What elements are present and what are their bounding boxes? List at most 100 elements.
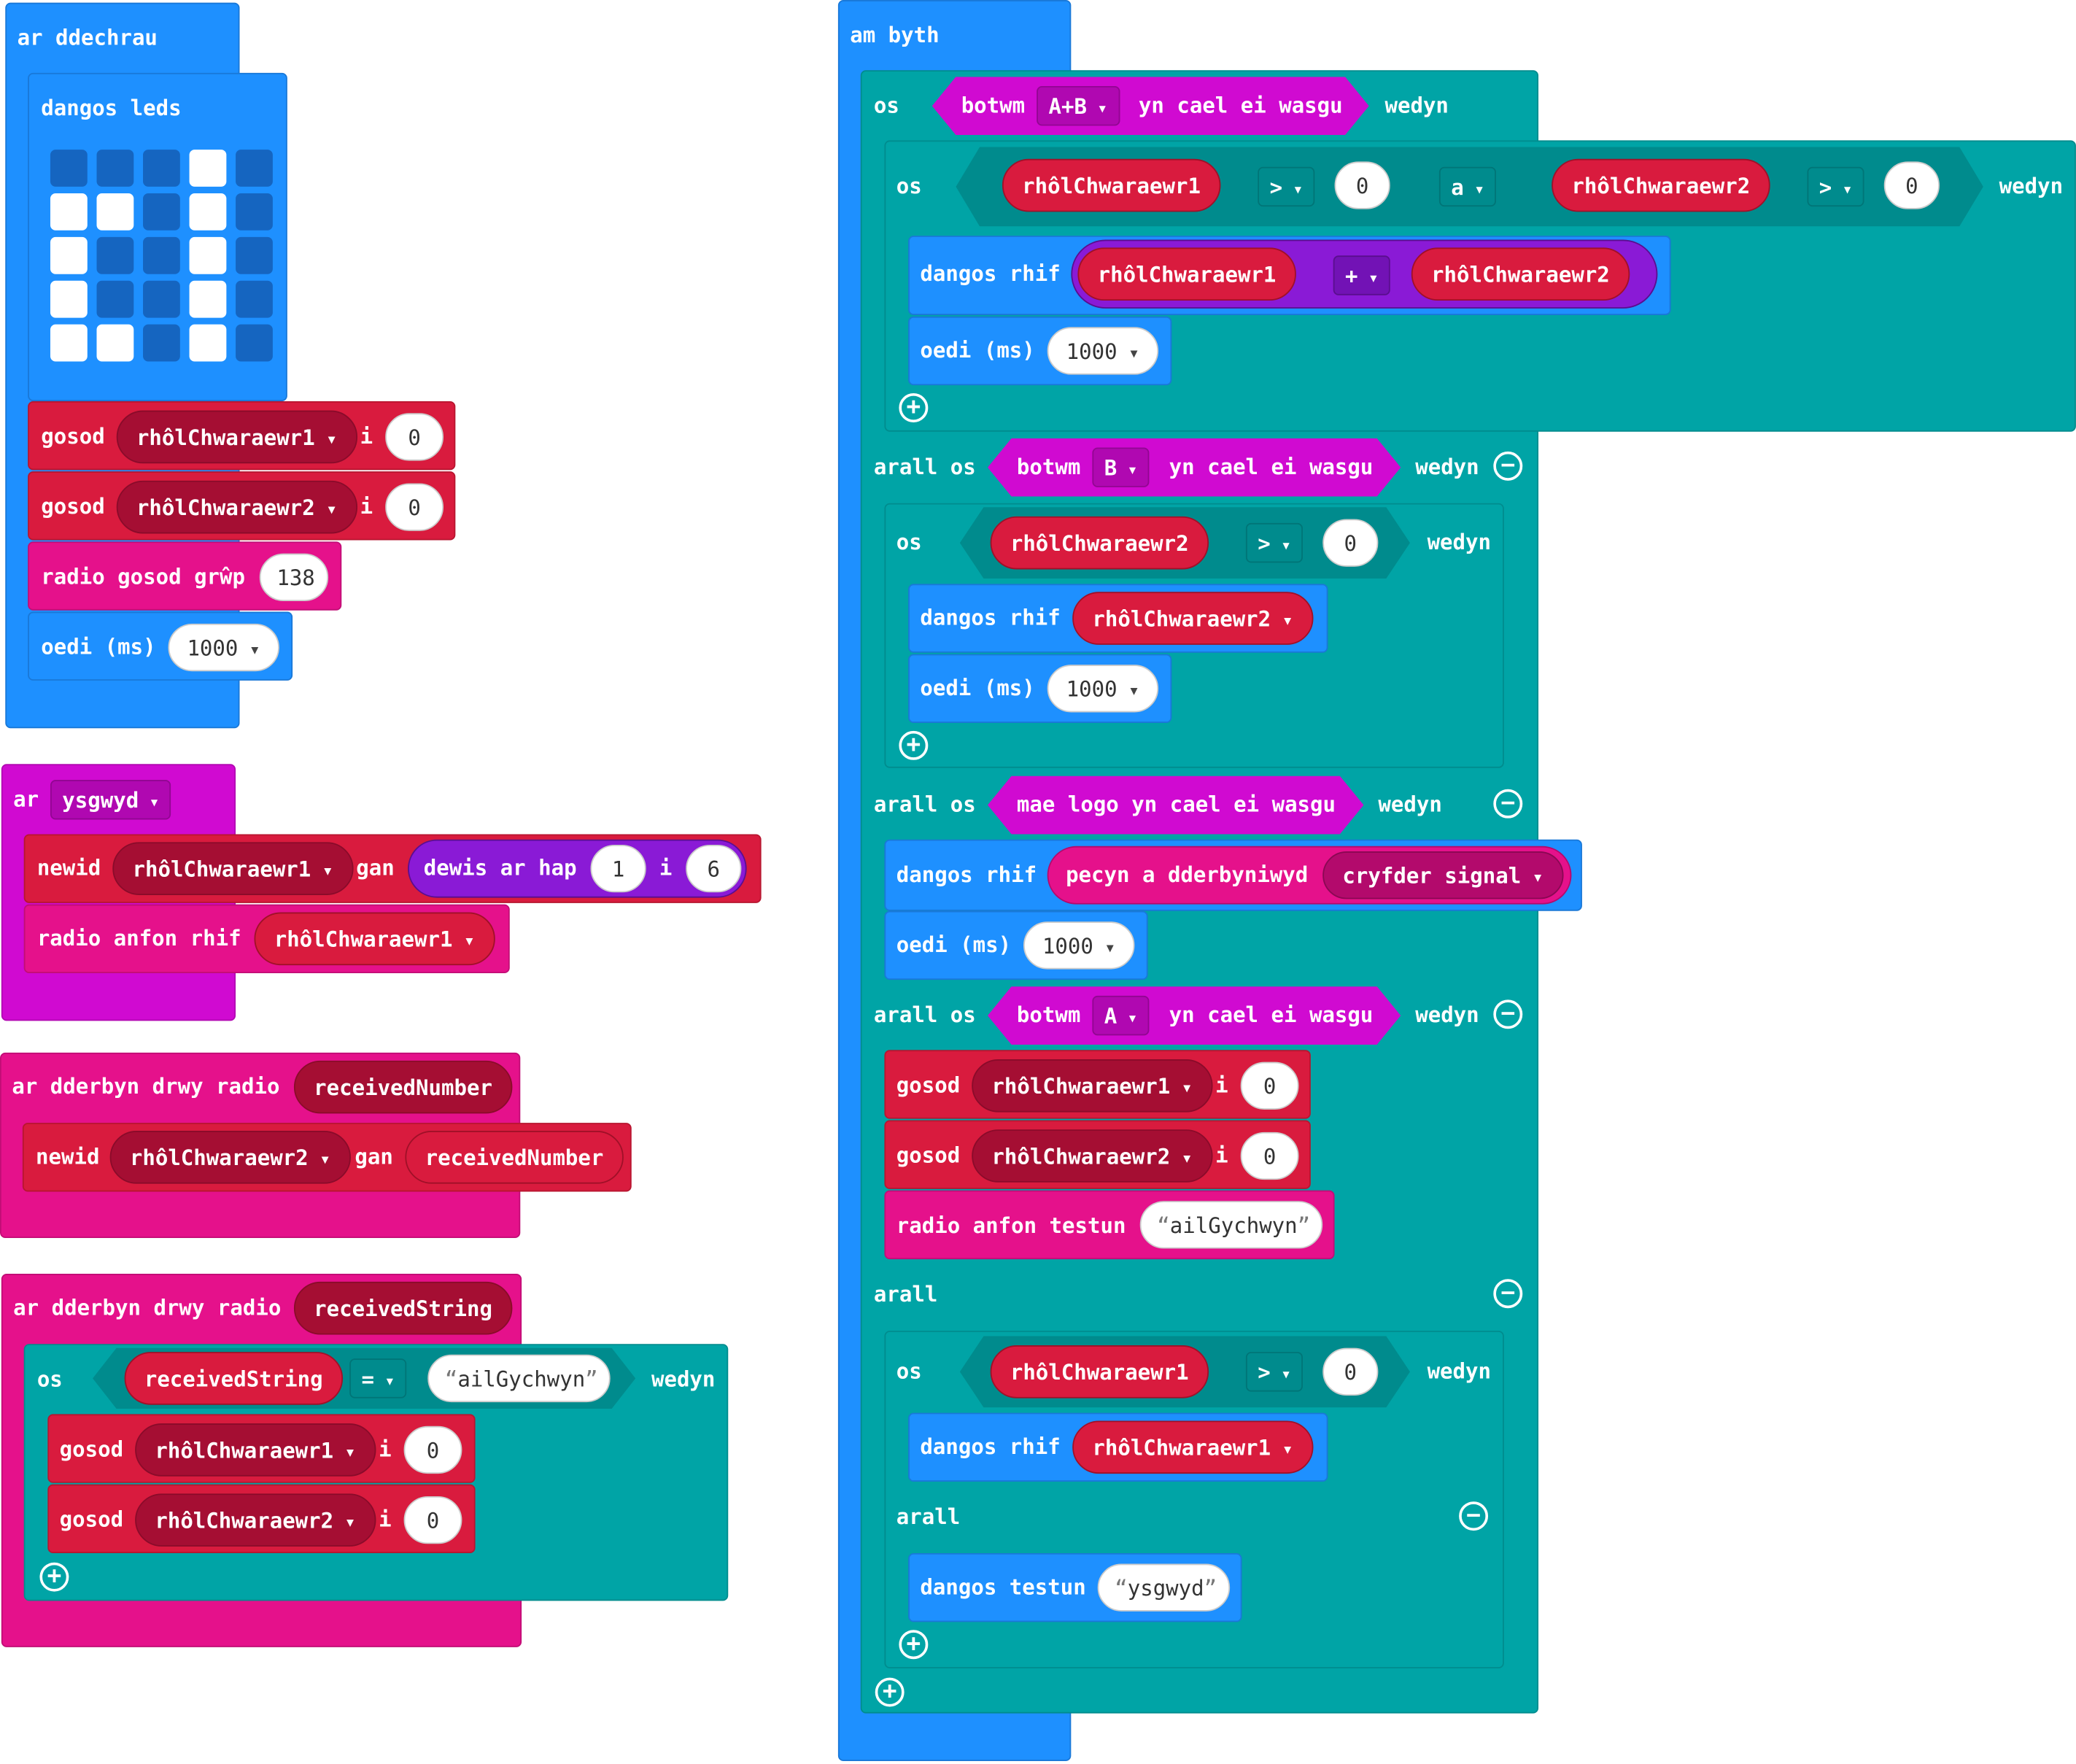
logo-pressed-block[interactable] xyxy=(988,776,1363,835)
value-input[interactable]: 0 xyxy=(403,1425,462,1474)
remove-branch-icon[interactable]: − xyxy=(1493,789,1523,819)
then-keyword: wedyn xyxy=(1415,454,1479,480)
button-pressed-block[interactable] xyxy=(988,986,1401,1045)
value-input[interactable]: 0 xyxy=(1240,1131,1299,1180)
led-cell[interactable] xyxy=(96,193,134,231)
variable-dropdown[interactable]: rhôlChwaraewr1 xyxy=(135,1423,376,1477)
led-cell[interactable] xyxy=(189,150,227,187)
remove-branch-icon[interactable]: − xyxy=(1493,1279,1523,1309)
player1-var[interactable]: rhôlChwaraewr1 xyxy=(990,1345,1209,1399)
group-input[interactable]: 138 xyxy=(259,553,329,602)
led-cell[interactable] xyxy=(143,150,180,187)
variable-dropdown[interactable]: rhôlChwaraewr2 xyxy=(135,1493,376,1547)
pause-label: oedi (ms) xyxy=(41,634,156,659)
led-cell[interactable] xyxy=(143,193,180,231)
gesture-dropdown[interactable]: ysgwyd xyxy=(50,780,171,820)
remove-branch-icon[interactable]: − xyxy=(1493,451,1523,481)
led-cell[interactable] xyxy=(236,193,273,231)
operator-dropdown[interactable]: > xyxy=(1245,522,1304,563)
operator-dropdown[interactable]: > xyxy=(1258,166,1315,207)
variable-dropdown[interactable]: rhôlChwaraewr2 xyxy=(1072,592,1313,645)
led-cell[interactable] xyxy=(96,324,134,362)
variable-dropdown[interactable]: rhôlChwaraewr1 xyxy=(972,1059,1213,1113)
math-operator-dropdown[interactable]: + xyxy=(1333,255,1391,295)
add-else-icon[interactable]: + xyxy=(899,393,929,422)
operator-dropdown[interactable]: = xyxy=(349,1358,407,1399)
pause-input[interactable]: 1000 xyxy=(1023,921,1135,970)
radio-send-number-label: radio anfon rhif xyxy=(36,925,241,951)
led-cell[interactable] xyxy=(50,236,88,274)
variable-dropdown[interactable]: rhôlChwaraewr1 xyxy=(1072,1420,1313,1474)
variable-dropdown[interactable]: rhôlChwaraewr1 xyxy=(254,912,495,966)
pause-input[interactable]: 1000 xyxy=(1047,665,1159,713)
pause-input[interactable]: 1000 xyxy=(1047,327,1159,375)
string-input[interactable]: ailGychwyn xyxy=(1139,1201,1323,1249)
led-cell[interactable] xyxy=(50,193,88,231)
remove-branch-icon[interactable]: − xyxy=(1493,999,1523,1029)
variable-dropdown[interactable]: rhôlChwaraewr2 xyxy=(972,1129,1213,1183)
received-number-var[interactable]: receivedNumber xyxy=(405,1131,624,1184)
received-string-var[interactable]: receivedString xyxy=(124,1352,343,1405)
player2-var[interactable]: rhôlChwaraewr2 xyxy=(990,516,1209,570)
player1-var[interactable]: rhôlChwaraewr1 xyxy=(1077,247,1296,301)
and-dropdown[interactable]: a xyxy=(1438,166,1497,207)
value-input[interactable]: 0 xyxy=(1240,1061,1299,1110)
led-cell[interactable] xyxy=(236,280,273,318)
led-cell[interactable] xyxy=(236,150,273,187)
variable-dropdown[interactable]: rhôlChwaraewr1 xyxy=(112,842,354,895)
received-number-param[interactable]: receivedNumber xyxy=(293,1060,513,1114)
led-cell[interactable] xyxy=(50,150,88,187)
player2-var[interactable]: rhôlChwaraewr2 xyxy=(1552,158,1770,212)
led-cell[interactable] xyxy=(50,280,88,318)
variable-dropdown[interactable]: rhôlChwaraewr2 xyxy=(109,1131,351,1184)
player2-var[interactable]: rhôlChwaraewr2 xyxy=(1411,247,1630,301)
add-else-icon[interactable]: + xyxy=(875,1677,905,1707)
pause-input[interactable]: 1000 xyxy=(168,623,279,672)
led-cell[interactable] xyxy=(143,324,180,362)
led-cell[interactable] xyxy=(96,150,134,187)
led-cell[interactable] xyxy=(189,324,227,362)
led-cell[interactable] xyxy=(189,193,227,231)
string-input[interactable]: ysgwyd xyxy=(1097,1563,1231,1612)
value-input[interactable]: 0 xyxy=(1322,1347,1379,1396)
value-input[interactable]: 0 xyxy=(1334,161,1390,209)
led-cell[interactable] xyxy=(50,324,88,362)
led-cell[interactable] xyxy=(96,280,134,318)
value-input[interactable]: 0 xyxy=(403,1496,462,1544)
variable-dropdown[interactable]: rhôlChwaraewr2 xyxy=(116,480,357,534)
led-cell[interactable] xyxy=(143,280,180,318)
operator-dropdown[interactable]: > xyxy=(1245,1352,1304,1392)
random-min-input[interactable]: 1 xyxy=(590,844,646,893)
string-input[interactable]: ailGychwyn xyxy=(427,1354,611,1403)
value-input[interactable]: 0 xyxy=(385,413,444,461)
show-number-label: dangos rhif xyxy=(896,862,1037,888)
led-cell[interactable] xyxy=(236,324,273,362)
packet-property-dropdown[interactable]: cryfder signal xyxy=(1322,851,1564,900)
button-pressed-block[interactable] xyxy=(932,77,1369,135)
button-pressed-block[interactable] xyxy=(988,438,1401,497)
player1-var[interactable]: rhôlChwaraewr1 xyxy=(1002,158,1221,212)
else-if-keyword: arall os xyxy=(873,792,976,817)
add-else-icon[interactable]: + xyxy=(899,730,929,760)
button-dropdown[interactable]: A+B xyxy=(1037,85,1120,126)
add-else-icon[interactable]: + xyxy=(39,1562,69,1592)
led-cell[interactable] xyxy=(143,236,180,274)
button-dropdown[interactable]: B xyxy=(1092,447,1150,487)
variable-dropdown[interactable]: rhôlChwaraewr1 xyxy=(116,410,357,464)
show-number-label: dangos rhif xyxy=(920,605,1061,630)
received-string-param[interactable]: receivedString xyxy=(293,1281,513,1335)
led-cell[interactable] xyxy=(189,280,227,318)
led-grid[interactable] xyxy=(50,150,278,367)
value-input[interactable]: 0 xyxy=(1322,519,1379,567)
led-cell[interactable] xyxy=(96,236,134,274)
remove-branch-icon[interactable]: − xyxy=(1459,1501,1489,1531)
operator-dropdown[interactable]: > xyxy=(1807,166,1865,207)
value-input[interactable]: 0 xyxy=(1883,161,1940,209)
led-cell[interactable] xyxy=(236,236,273,274)
led-cell[interactable] xyxy=(189,236,227,274)
to-keyword: i xyxy=(659,855,673,881)
button-dropdown[interactable]: A xyxy=(1092,995,1150,1036)
random-max-input[interactable]: 6 xyxy=(686,844,742,893)
value-input[interactable]: 0 xyxy=(385,483,444,531)
add-else-icon[interactable]: + xyxy=(899,1630,929,1660)
